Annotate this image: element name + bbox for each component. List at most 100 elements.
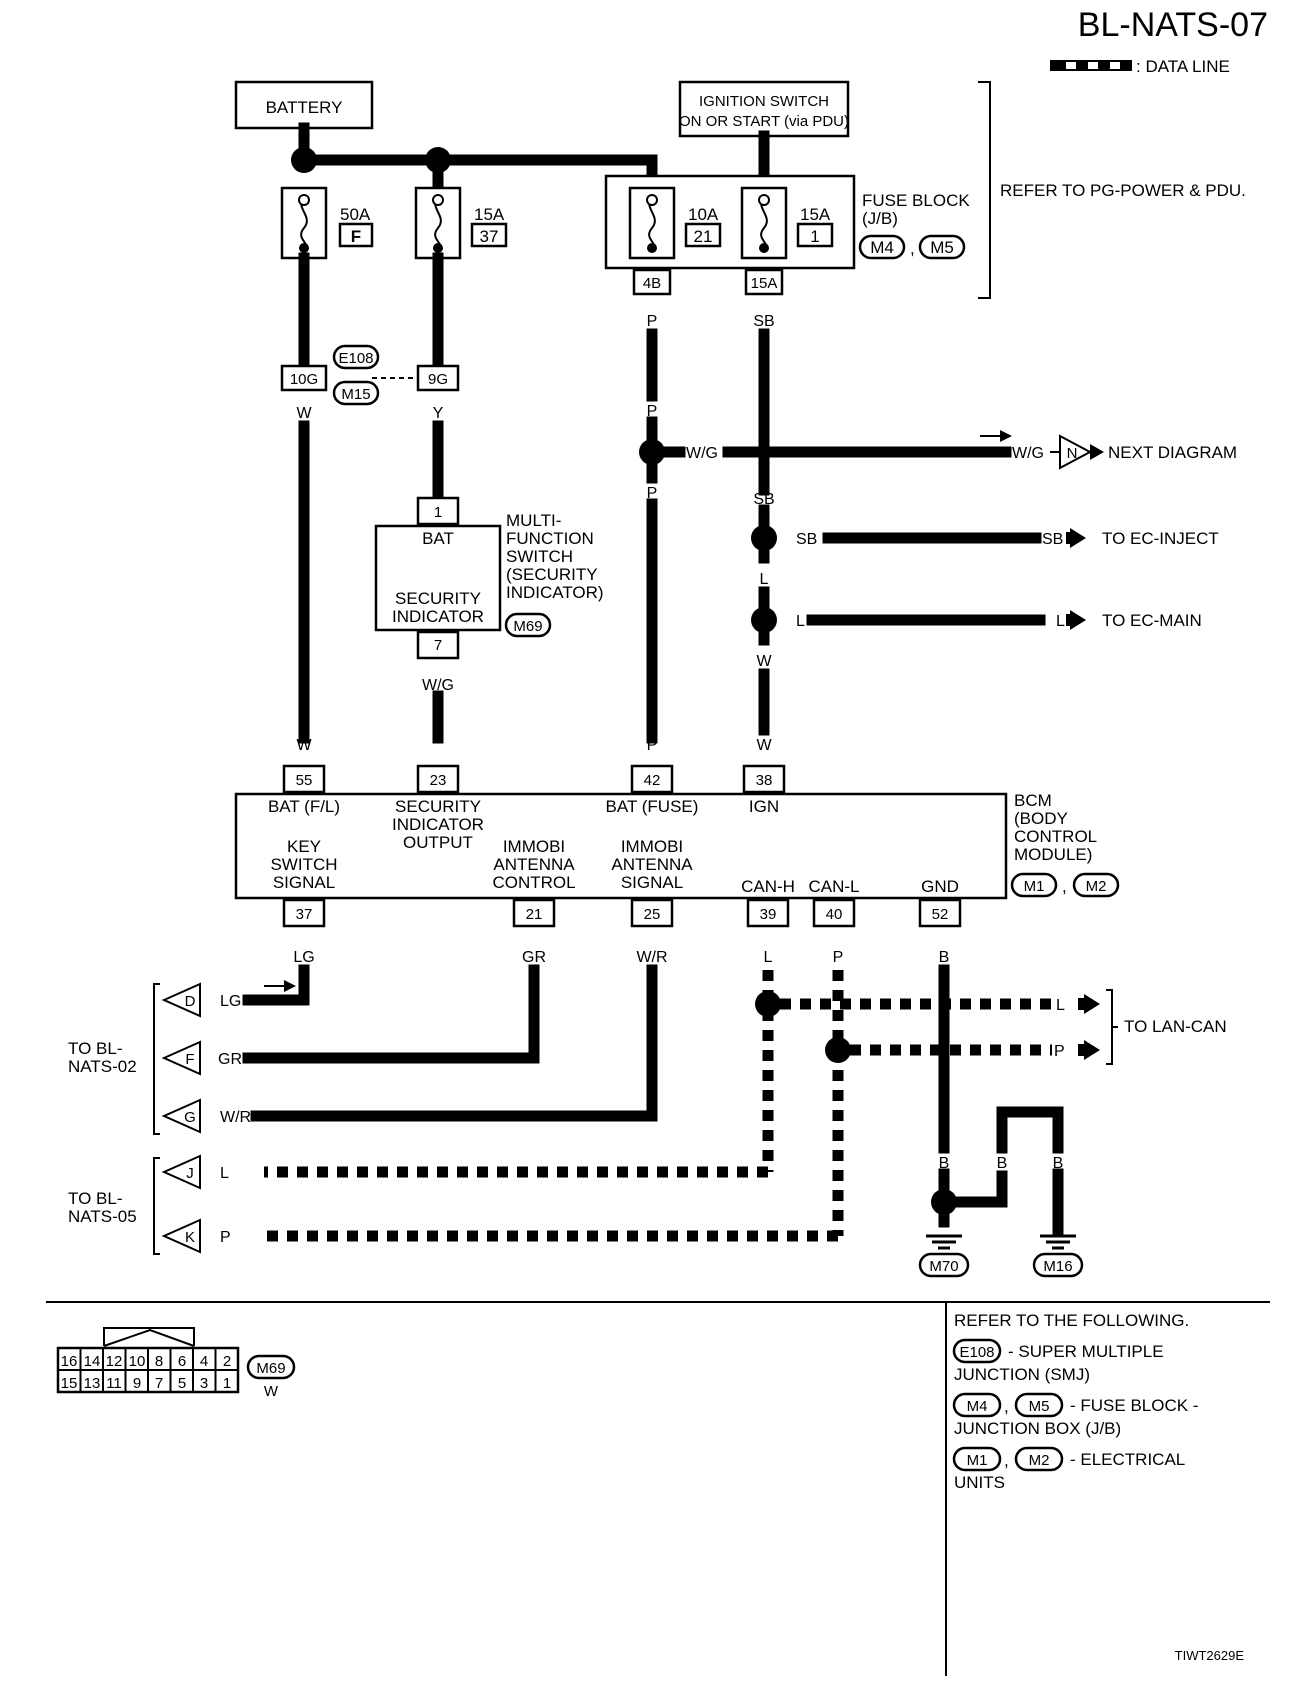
flag-f-label: F <box>185 1051 194 1068</box>
bcm-pin-sec-1: SECURITY <box>395 797 481 816</box>
wire-color-lg-2: LG <box>220 993 241 1010</box>
wire-color-sb-3: SB <box>796 531 817 548</box>
refer-m4-connector: M4 <box>967 1398 988 1415</box>
pin-6: 6 <box>178 1353 186 1370</box>
bcm-title-3: CONTROL <box>1014 827 1097 846</box>
flag-g-label: G <box>184 1109 196 1126</box>
bcm-terminal-42: 42 <box>644 772 661 789</box>
dest-next-diagram: NEXT DIAGRAM <box>1108 443 1237 462</box>
wire-color-y-label: Y <box>433 277 444 294</box>
wire-color-p-3: P <box>647 485 658 502</box>
terminal-10g: 10G <box>290 371 318 388</box>
mfs-terminal-1: 1 <box>434 504 442 521</box>
connector-m4: M4 <box>870 238 894 257</box>
pin-1: 1 <box>223 1375 231 1392</box>
comma: , <box>910 239 915 258</box>
splice <box>751 525 777 551</box>
ground-symbol <box>926 1234 962 1250</box>
splice <box>751 607 777 633</box>
mfs-title-1: MULTI- <box>506 511 561 530</box>
image-code: TIWT2629E <box>1175 1648 1245 1663</box>
refer-e108-text2: JUNCTION (SMJ) <box>954 1365 1090 1384</box>
dest-lan-can: TO LAN-CAN <box>1124 1017 1227 1036</box>
refer-m1m2-text: - ELECTRICAL <box>1070 1450 1185 1469</box>
bcm-pin-bat-fuse: BAT (FUSE) <box>606 797 699 816</box>
flag-n-label: N <box>1067 445 1078 462</box>
pin-8: 8 <box>155 1353 163 1370</box>
wire-color-l-1: L <box>760 571 769 588</box>
refer-m1-connector: M1 <box>967 1452 988 1469</box>
pin-14: 14 <box>84 1353 101 1370</box>
wire-color-l-4: L <box>764 949 773 966</box>
flag-j <box>161 1154 201 1190</box>
mfs-bat: BAT <box>422 529 454 548</box>
bcm-terminal-38: 38 <box>756 772 773 789</box>
wire-color-b-2: B <box>939 1155 950 1172</box>
wire-color-p-6: P <box>1054 1043 1065 1060</box>
flag-j-label: J <box>186 1165 194 1182</box>
dest-bl05-1: TO BL- <box>68 1189 122 1208</box>
wire-color-wg-3: W/G <box>422 677 454 694</box>
pin-10: 10 <box>129 1353 146 1370</box>
wire-color-b-1: B <box>939 949 950 966</box>
bcm-pin-ictrl-3: CONTROL <box>492 873 575 892</box>
mfs-title-3: SWITCH <box>506 547 573 566</box>
wire-color-gr-2: GR <box>218 1051 242 1068</box>
comma: , <box>1004 1397 1009 1416</box>
fuse-37 <box>414 186 462 260</box>
mfs-terminal-7: 7 <box>434 637 442 654</box>
bcm-pin-ictrl-2: ANTENNA <box>493 855 575 874</box>
wire-color-r: R <box>298 275 310 292</box>
terminal-9g: 9G <box>428 371 448 388</box>
dest-bl02-1: TO BL- <box>68 1039 122 1058</box>
bcm-terminal-40: 40 <box>826 906 843 923</box>
connector-view-color: W <box>264 1383 279 1400</box>
flag-f <box>161 1040 201 1076</box>
wire-color-wg-1: W/G <box>686 445 718 462</box>
battery-label: BATTERY <box>266 98 343 117</box>
bcm-pin-isig-2: ANTENNA <box>611 855 693 874</box>
bcm-pin-ign: IGN <box>749 797 779 816</box>
bcm-pin-key-3: SIGNAL <box>273 873 335 892</box>
bcm-terminal-23: 23 <box>430 772 447 789</box>
wire-color-wg-2: W/G <box>1012 445 1044 462</box>
wire-color-p-1: P <box>647 313 658 330</box>
wire-color-wr: W/R <box>636 949 667 966</box>
fuse-id-1: 1 <box>810 227 819 246</box>
wire-color-gr: GR <box>522 949 546 966</box>
terminal-4b: 4B <box>643 275 661 292</box>
wire-color-p-5: P <box>833 949 844 966</box>
wire-color-l-5: L <box>1056 997 1065 1014</box>
bcm-title-2: (BODY <box>1014 809 1068 828</box>
wire-color-p-2: P <box>647 403 658 420</box>
data-line-legend-label: : DATA LINE <box>1136 57 1230 76</box>
fusible-link-f <box>280 186 328 260</box>
pin-11: 11 <box>106 1375 122 1392</box>
refer-m1m2-text2: UNITS <box>954 1473 1005 1492</box>
splice <box>291 147 317 173</box>
connector-e108: E108 <box>338 350 373 367</box>
bcm-terminal-39: 39 <box>760 906 777 923</box>
pin-2: 2 <box>223 1353 231 1370</box>
refer-m4m5-text: - FUSE BLOCK - <box>1070 1396 1198 1415</box>
wire-color-p-7: P <box>220 1229 231 1246</box>
flag-d <box>161 982 201 1018</box>
connector-m5: M5 <box>930 238 954 257</box>
wire-color-wr-2: W/R <box>220 1109 251 1126</box>
bcm-title-4: MODULE) <box>1014 845 1092 864</box>
fuse-id-f: F <box>351 227 361 246</box>
mfs-security: SECURITY <box>395 589 481 608</box>
bcm-pin-ictrl-1: IMMOBI <box>503 837 565 856</box>
wire-color-sb-1: SB <box>753 313 774 330</box>
connector-face-m69 <box>56 1327 240 1394</box>
comma: , <box>1062 877 1067 896</box>
pin-7: 7 <box>155 1375 163 1392</box>
ignition-switch-box <box>678 80 850 138</box>
bcm-pin-can-h: CAN-H <box>741 877 795 896</box>
flag-k-label: K <box>185 1229 195 1246</box>
wire-color-sb-4: SB <box>1042 531 1063 548</box>
wire-color-r-label: R <box>298 277 310 294</box>
fuse-block-label-1: FUSE BLOCK <box>862 191 970 210</box>
bcm-pin-key-2: SWITCH <box>270 855 337 874</box>
pin-5: 5 <box>178 1375 186 1392</box>
